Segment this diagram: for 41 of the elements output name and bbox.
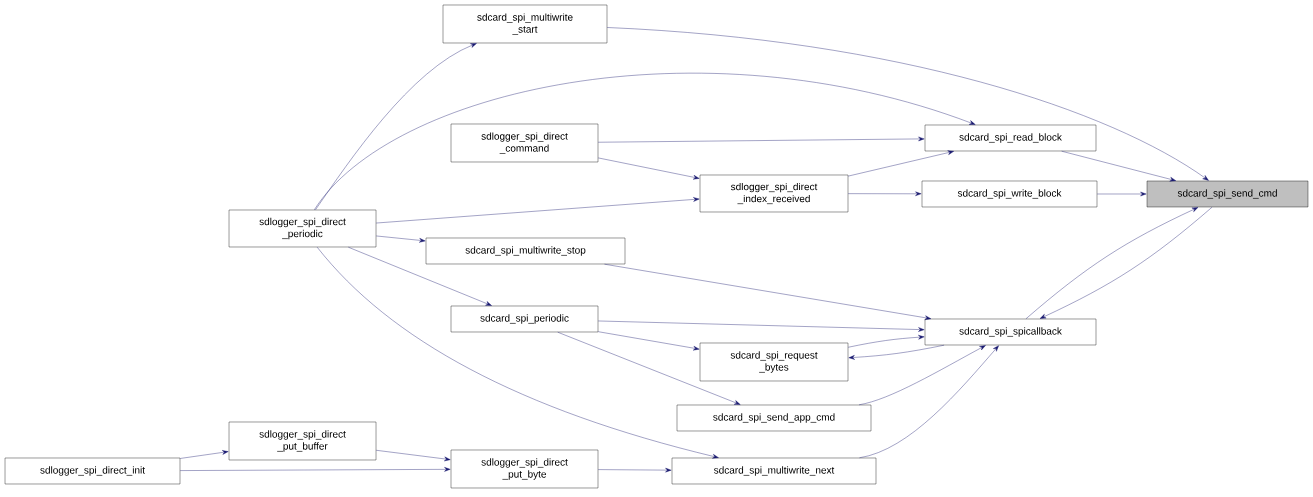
arrow — [376, 197, 700, 224]
function-box: sdcard_spi_multiwrite_stop — [425, 237, 626, 265]
arrow — [848, 335, 925, 348]
arrow — [376, 235, 426, 243]
arrow — [348, 247, 492, 306]
arrow — [858, 345, 986, 405]
arrow — [607, 27, 1209, 181]
arrow — [314, 72, 976, 210]
arrow — [598, 157, 700, 180]
function-box: sdcard_spi_send_app_cmd — [676, 404, 872, 432]
function-box: sdcard_spi_periodic — [450, 305, 599, 333]
arrow — [604, 264, 932, 320]
function-box: sdlogger_spi_direct_init — [4, 457, 181, 485]
function-box: sdlogger_spi_direct _index_received — [699, 174, 849, 213]
arrow — [848, 345, 945, 360]
function-box: sdcard_spi_read_block — [924, 124, 1097, 152]
function-box: sdcard_spi_spicallback — [924, 318, 1097, 346]
arrow — [598, 136, 925, 143]
arrow — [1061, 151, 1176, 182]
function-box: sdcard_spi_multiwrite_next — [671, 457, 877, 485]
arrow — [598, 467, 672, 473]
arrow — [315, 43, 477, 210]
arrow — [1097, 191, 1147, 197]
arrow — [316, 247, 719, 459]
arrow — [376, 450, 451, 462]
arrow — [557, 332, 741, 405]
arrow — [180, 467, 451, 472]
arrow — [598, 331, 700, 351]
function-box: sdlogger_spi_direct _put_buffer — [228, 421, 377, 461]
function-box: sdcard_spi_write_block — [921, 180, 1098, 208]
function-box: sdcard_spi_request _bytes — [699, 342, 849, 382]
arrow — [848, 191, 922, 197]
function-box: sdlogger_spi_direct _put_byte — [450, 449, 599, 489]
arrow — [180, 450, 229, 459]
arrow — [859, 345, 999, 458]
function-box: sdlogger_spi_direct _command — [450, 123, 599, 163]
function-box: sdcard_spi_multiwrite _start — [442, 4, 608, 44]
function-box: sdcard_spi_send_cmd — [1146, 180, 1309, 208]
arrow — [598, 320, 925, 332]
function-box: sdlogger_spi_direct _periodic — [228, 209, 377, 248]
arrow — [848, 150, 954, 177]
